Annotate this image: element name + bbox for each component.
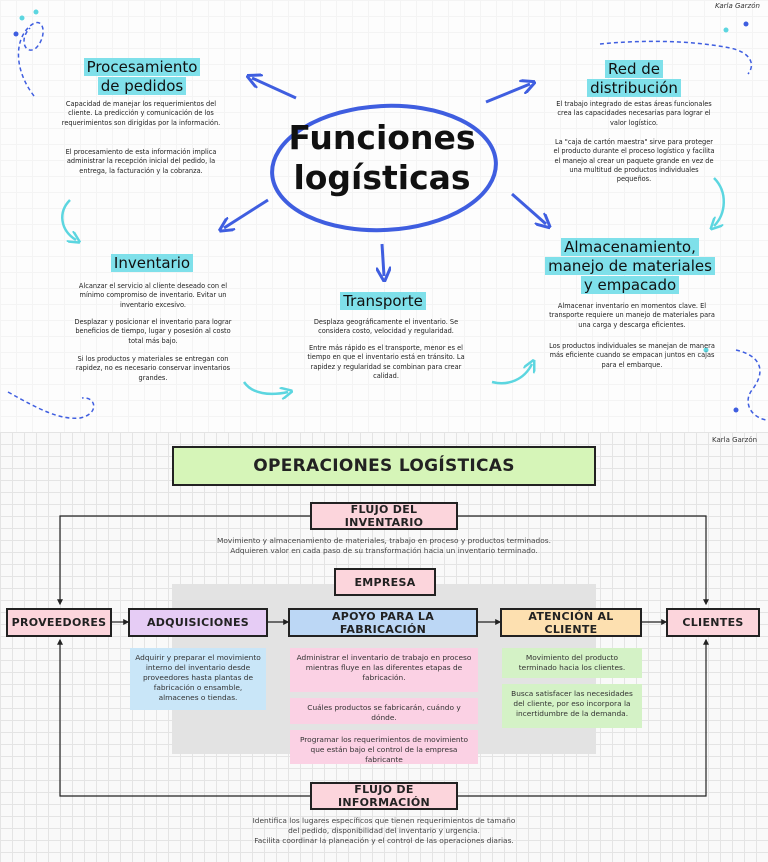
arrow-to-inventario — [224, 198, 269, 228]
transporte-text-2: Entre más rápido es el transporte, menor… — [307, 344, 465, 380]
information-flow-text-2: del pedido, disponibilidad del inventari… — [288, 826, 480, 835]
procesamiento-heading-line1: Procesamiento — [83, 58, 201, 76]
main-title: Funciones logísticas — [282, 118, 482, 198]
dot-decoration — [19, 15, 25, 21]
curved-arrow-bottom-left — [242, 381, 288, 394]
doodle-bottom-left — [7, 391, 95, 419]
proveedores-box: PROVEEDORES — [6, 608, 112, 637]
logistic-operations-diagram: Karla Garzón OPERACIONES LOGÍSTICAS FLUJ… — [0, 432, 768, 862]
inventario-text-3: Si los productos y materiales se entrega… — [75, 355, 231, 382]
atencion-note-2: Busca satisfacer las necesidades del cli… — [502, 684, 642, 728]
almacenamiento-heading-line1: Almacenamiento, — [561, 238, 699, 256]
information-flow-line-right — [458, 638, 709, 797]
red-text-1: El trabajo integrado de estas áreas func… — [556, 100, 712, 127]
almacenamiento-heading-line2: manejo de materiales — [545, 257, 715, 275]
almacenamiento-text-2: Los productos individuales se manejan de… — [549, 342, 715, 369]
dot-decoration — [743, 21, 749, 27]
inventory-flow-text-2: Adquieren valor en cada paso de su trans… — [230, 546, 538, 555]
apoyo-note-1: Administrar el inventario de trabajo en … — [290, 648, 478, 692]
procesamiento-heading-line2: de pedidos — [97, 77, 187, 95]
mindmap-decorations — [7, 9, 767, 421]
inventario-heading: Inventario — [82, 254, 222, 273]
curved-arrow-left — [61, 199, 76, 240]
arrow-to-almacenamiento — [511, 192, 546, 224]
almacenamiento-heading: Almacenamiento, manejo de materiales y e… — [530, 238, 730, 295]
inventory-flow-text-1: Movimiento y almacenamiento de materiale… — [217, 536, 551, 545]
transporte-heading-label: Transporte — [340, 292, 426, 310]
red-heading-line2: distribución — [587, 79, 681, 97]
arrow-to-red — [485, 84, 530, 104]
clientes-box: CLIENTES — [666, 608, 760, 637]
dot-decoration — [13, 31, 19, 37]
main-title-line2: logísticas — [293, 158, 471, 197]
information-flow-text-3: Facilita coordinar la planeación y el co… — [254, 836, 514, 845]
adquisiciones-box: ADQUISICIONES — [128, 608, 268, 637]
dot-decoration — [33, 9, 39, 15]
transporte-text-1: Desplaza geográficamente el inventario. … — [313, 318, 459, 336]
arrow-to-transporte — [382, 243, 384, 276]
dot-decoration — [723, 27, 729, 33]
inventory-flow-label: FLUJO DEL INVENTARIO — [310, 502, 458, 530]
main-title-line1: Funciones — [288, 118, 476, 157]
procesamiento-text-1: Capacidad de manejar los requerimientos … — [61, 100, 221, 127]
inventory-flow-line-left — [57, 515, 310, 606]
transporte-heading: Transporte — [318, 292, 448, 311]
arrow-to-procesamiento — [252, 78, 297, 100]
curved-arrow-red — [714, 177, 725, 226]
almacenamiento-text-1: Almacenar inventario en momentos clave. … — [549, 302, 715, 329]
inventario-text-1: Alcanzar el servicio al cliente deseado … — [78, 282, 228, 309]
dot-decoration — [733, 407, 739, 413]
author-label: Karla Garzón — [715, 2, 760, 10]
adquisiciones-note: Adquirir y preparar el movimiento intern… — [130, 648, 266, 710]
procesamiento-heading: Procesamiento de pedidos — [62, 58, 222, 96]
doodle-top-left — [17, 21, 44, 97]
information-flow-line-left — [57, 638, 310, 797]
atencion-cliente-box: ATENCIÓN AL CLIENTE — [500, 608, 642, 637]
atencion-note-1: Movimiento del producto terminado hacia … — [502, 648, 642, 678]
inventario-heading-label: Inventario — [110, 254, 194, 272]
doodle-bottom-right — [735, 349, 767, 421]
information-flow-text-1: Identifica los lugares específicos que t… — [252, 816, 516, 825]
inventario-text-2: Desplazar y posicionar el inventario par… — [74, 318, 232, 345]
flow-connectors — [57, 515, 709, 797]
curved-arrow-bottom-right — [491, 364, 532, 385]
procesamiento-text-2: El procesamiento de esta información imp… — [65, 148, 217, 175]
apoyo-fabricacion-box: APOYO PARA LA FABRICACIÓN — [288, 608, 478, 637]
inventory-flow-line-right — [458, 515, 709, 606]
almacenamiento-heading-line3: y empacado — [580, 276, 680, 294]
empresa-label: EMPRESA — [334, 568, 436, 596]
operations-title: OPERACIONES LOGÍSTICAS — [172, 446, 596, 486]
dot-decoration — [703, 347, 709, 353]
author-label-2: Karla Garzón — [712, 436, 758, 444]
information-flow-label: FLUJO DE INFORMACIÓN — [310, 782, 458, 810]
apoyo-note-3: Programar los requerimientos de movimien… — [290, 730, 478, 764]
red-heading: Red de distribución — [554, 60, 714, 98]
red-text-2: La "caja de cartón maestra" sirve para p… — [553, 138, 715, 184]
red-heading-line1: Red de — [604, 60, 664, 78]
logistic-functions-mindmap: Karla Garzón — [7, 2, 767, 421]
title-ellipse — [270, 103, 498, 233]
apoyo-note-2: Cuáles productos se fabricarán, cuándo y… — [290, 698, 478, 724]
doodle-top-right — [599, 40, 753, 75]
